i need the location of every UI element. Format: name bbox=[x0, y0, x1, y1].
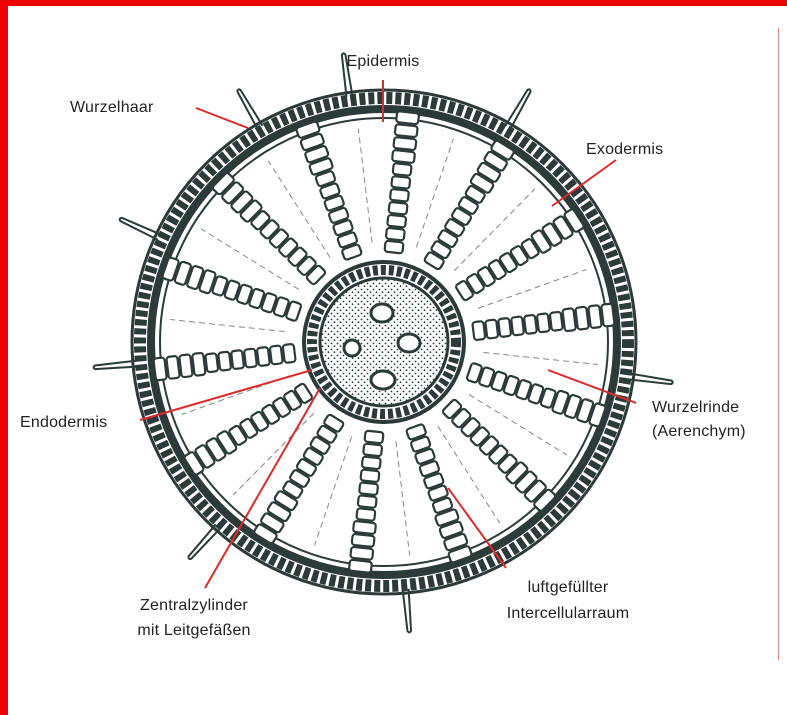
cortex-cell bbox=[362, 456, 381, 469]
cortex-cell bbox=[387, 215, 406, 228]
cortex-cell bbox=[472, 321, 485, 340]
cortex-cell bbox=[384, 241, 403, 254]
cortex-cell bbox=[395, 124, 418, 137]
root-hair bbox=[403, 589, 411, 633]
label-zentralzylinder: Zentralzylinder bbox=[140, 596, 248, 616]
cell-chain bbox=[162, 257, 303, 323]
cortex-cell bbox=[283, 344, 296, 363]
air-space-line bbox=[358, 129, 372, 243]
label-intercellularraum: Intercellularraum bbox=[507, 604, 630, 624]
air-space-line bbox=[483, 352, 597, 364]
cortex-cell bbox=[364, 431, 383, 444]
cortex-cell bbox=[393, 137, 416, 150]
cortex-cell bbox=[360, 469, 379, 482]
cortex-cell bbox=[359, 482, 378, 495]
cortex-cell bbox=[231, 350, 244, 369]
cortex-cell bbox=[270, 345, 283, 364]
cell-chain bbox=[454, 208, 585, 302]
cell-chain bbox=[296, 121, 364, 261]
cortex-cell bbox=[588, 305, 602, 328]
cell-chain bbox=[404, 423, 472, 563]
cortex-cell bbox=[575, 307, 589, 330]
cortex-cell bbox=[485, 319, 498, 338]
cortex-cell bbox=[352, 534, 375, 547]
cell-chain bbox=[349, 430, 386, 573]
cortex-cell bbox=[389, 202, 408, 215]
cortex-cell bbox=[166, 356, 180, 379]
label-aerenchym: (Aerenchym) bbox=[652, 422, 746, 442]
root-hair bbox=[629, 374, 673, 385]
cell-chain bbox=[212, 172, 328, 287]
cortex-cell bbox=[205, 353, 218, 372]
cortex-cell bbox=[392, 150, 415, 163]
cortex-cell bbox=[192, 353, 206, 376]
vessel-4 bbox=[371, 371, 395, 389]
cortex-cell bbox=[498, 318, 511, 337]
cortex-cell bbox=[349, 560, 372, 573]
label-exodermis: Exodermis bbox=[586, 140, 663, 160]
vessel-1 bbox=[371, 304, 393, 322]
label-wurzelhaar: Wurzelhaar bbox=[70, 98, 154, 118]
cortex-cell bbox=[153, 357, 167, 380]
label-wurzelrinde: Wurzelrinde bbox=[652, 398, 739, 418]
cortex-cell bbox=[391, 176, 410, 189]
leader-wurzelhaar bbox=[196, 108, 248, 128]
cell-chain bbox=[382, 111, 419, 254]
cortex-cell bbox=[537, 313, 550, 332]
cortex-cell bbox=[350, 547, 373, 560]
root-hair bbox=[94, 361, 138, 369]
cortex-cell bbox=[393, 163, 412, 176]
cortex-cell bbox=[562, 308, 576, 331]
label-endodermis: Endodermis bbox=[20, 413, 107, 433]
cell-chain bbox=[440, 397, 556, 512]
cortex-cell bbox=[390, 189, 409, 202]
cortex-cell bbox=[358, 495, 377, 508]
air-space-line bbox=[170, 320, 284, 332]
vessel-2 bbox=[344, 340, 360, 356]
cortex-cell bbox=[244, 348, 257, 367]
cell-chain bbox=[422, 140, 515, 272]
cortex-cell bbox=[386, 228, 405, 241]
cell-chain bbox=[472, 303, 615, 342]
cortex-cell bbox=[396, 111, 419, 124]
cortex-cell bbox=[257, 347, 270, 366]
cortex-cell bbox=[179, 354, 193, 377]
cortex-cell bbox=[356, 508, 375, 521]
label-luftgefuellter: luftgefüllter bbox=[528, 578, 609, 598]
cortex-cell bbox=[353, 521, 376, 534]
cell-chain bbox=[153, 342, 296, 381]
label-epidermis: Epidermis bbox=[347, 52, 420, 72]
vessel-3 bbox=[398, 334, 420, 352]
cortex-cell bbox=[363, 443, 382, 456]
cortex-cell bbox=[218, 352, 231, 371]
cell-chain bbox=[466, 361, 607, 427]
cell-chain bbox=[183, 381, 314, 475]
cortex-cell bbox=[550, 312, 563, 331]
air-space-line bbox=[396, 441, 410, 555]
cortex-cell bbox=[511, 316, 524, 335]
cortex-cell bbox=[601, 303, 615, 326]
cortex-cell bbox=[524, 315, 537, 334]
label-leitgefaesse: mit Leitgefäßen bbox=[137, 621, 250, 641]
